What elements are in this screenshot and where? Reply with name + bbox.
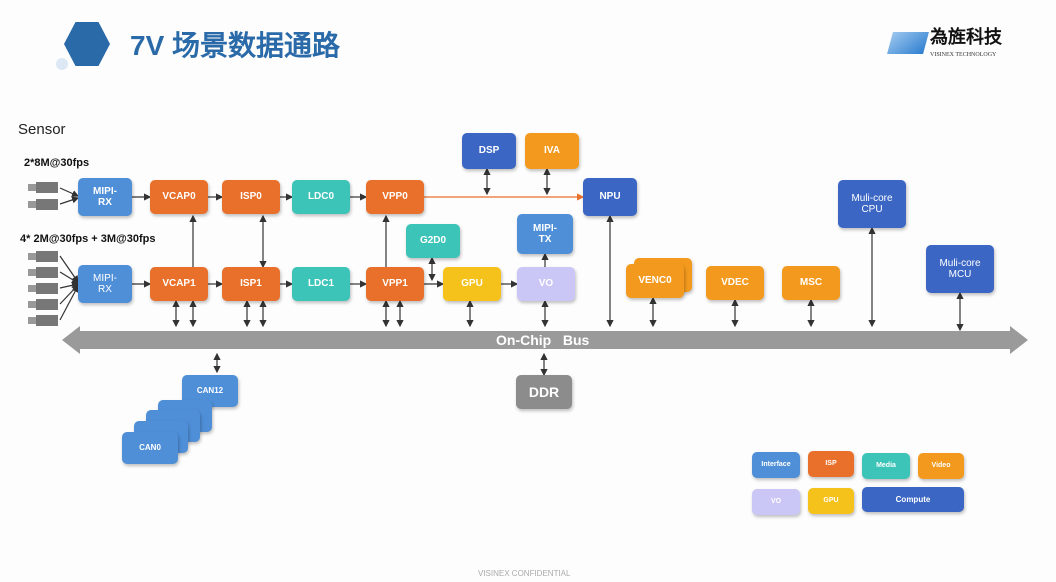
ldc0-block[interactable]: LDC0 <box>292 180 350 214</box>
vpp1-block[interactable]: VPP1 <box>366 267 424 301</box>
vcap1-block[interactable]: VCAP1 <box>150 267 208 301</box>
vpp0-block[interactable]: VPP0 <box>366 180 424 214</box>
vcap0-block[interactable]: VCAP0 <box>150 180 208 214</box>
camera-icon <box>28 267 58 278</box>
page-title: 7V 场景数据通路 <box>130 30 341 61</box>
vo-block[interactable]: VO <box>517 267 575 301</box>
on-chip-bus-arrow <box>62 326 1028 354</box>
isp0-block[interactable]: ISP0 <box>222 180 280 214</box>
mcu-block[interactable]: Muli-core MCU <box>926 245 994 293</box>
ldc1-block[interactable]: LDC1 <box>292 267 350 301</box>
mipi-rx1-block[interactable]: MIPI-RX <box>78 265 132 303</box>
camera-icon <box>28 199 58 210</box>
cpu-block[interactable]: Muli-core CPU <box>838 180 906 228</box>
legend-video: Video <box>918 453 964 479</box>
on-chip-bus-label: On-Chip Bus <box>496 332 590 348</box>
mipi-tx-block[interactable]: MIPI-TX <box>517 214 573 254</box>
sensor-group2-label: 4* 2M@30fps + 3M@30fps <box>20 233 156 245</box>
legend-interface: Interface <box>752 452 800 478</box>
sensor-label: Sensor <box>18 121 66 138</box>
iva-block[interactable]: IVA <box>525 133 579 169</box>
mipi-rx0-block[interactable]: MIPI-RX <box>78 178 132 216</box>
legend-gpu: GPU <box>808 488 854 514</box>
legend-isp: ISP <box>808 451 854 477</box>
ddr-block[interactable]: DDR <box>516 375 572 409</box>
dsp-block[interactable]: DSP <box>462 133 516 169</box>
sensor-group1-label: 2*8M@30fps <box>24 157 90 169</box>
decor-dot <box>56 58 68 70</box>
venc0-block[interactable]: VENC0 <box>626 264 684 298</box>
footer-confidential: VISINEX CONFIDENTIAL <box>478 569 571 578</box>
camera-icon <box>28 251 58 262</box>
gpu-block[interactable]: GPU <box>443 267 501 301</box>
msc-block[interactable]: MSC <box>782 266 840 300</box>
legend-vo: VO <box>752 489 800 515</box>
legend-compute: Compute <box>862 487 964 512</box>
isp1-block[interactable]: ISP1 <box>222 267 280 301</box>
can0-block[interactable]: CAN0 <box>122 432 178 464</box>
camera-icon <box>28 283 58 294</box>
npu-block[interactable]: NPU <box>583 178 637 216</box>
camera-icon <box>28 299 58 310</box>
g2d0-block[interactable]: G2D0 <box>406 224 460 258</box>
vdec-block[interactable]: VDEC <box>706 266 764 300</box>
logo-subtext: VISINEX TECHNOLOGY <box>930 52 997 58</box>
camera-icon <box>28 315 58 326</box>
legend-media: Media <box>862 453 910 479</box>
camera-icon <box>28 182 58 193</box>
logo-text: 為旌科技 <box>930 27 1002 48</box>
